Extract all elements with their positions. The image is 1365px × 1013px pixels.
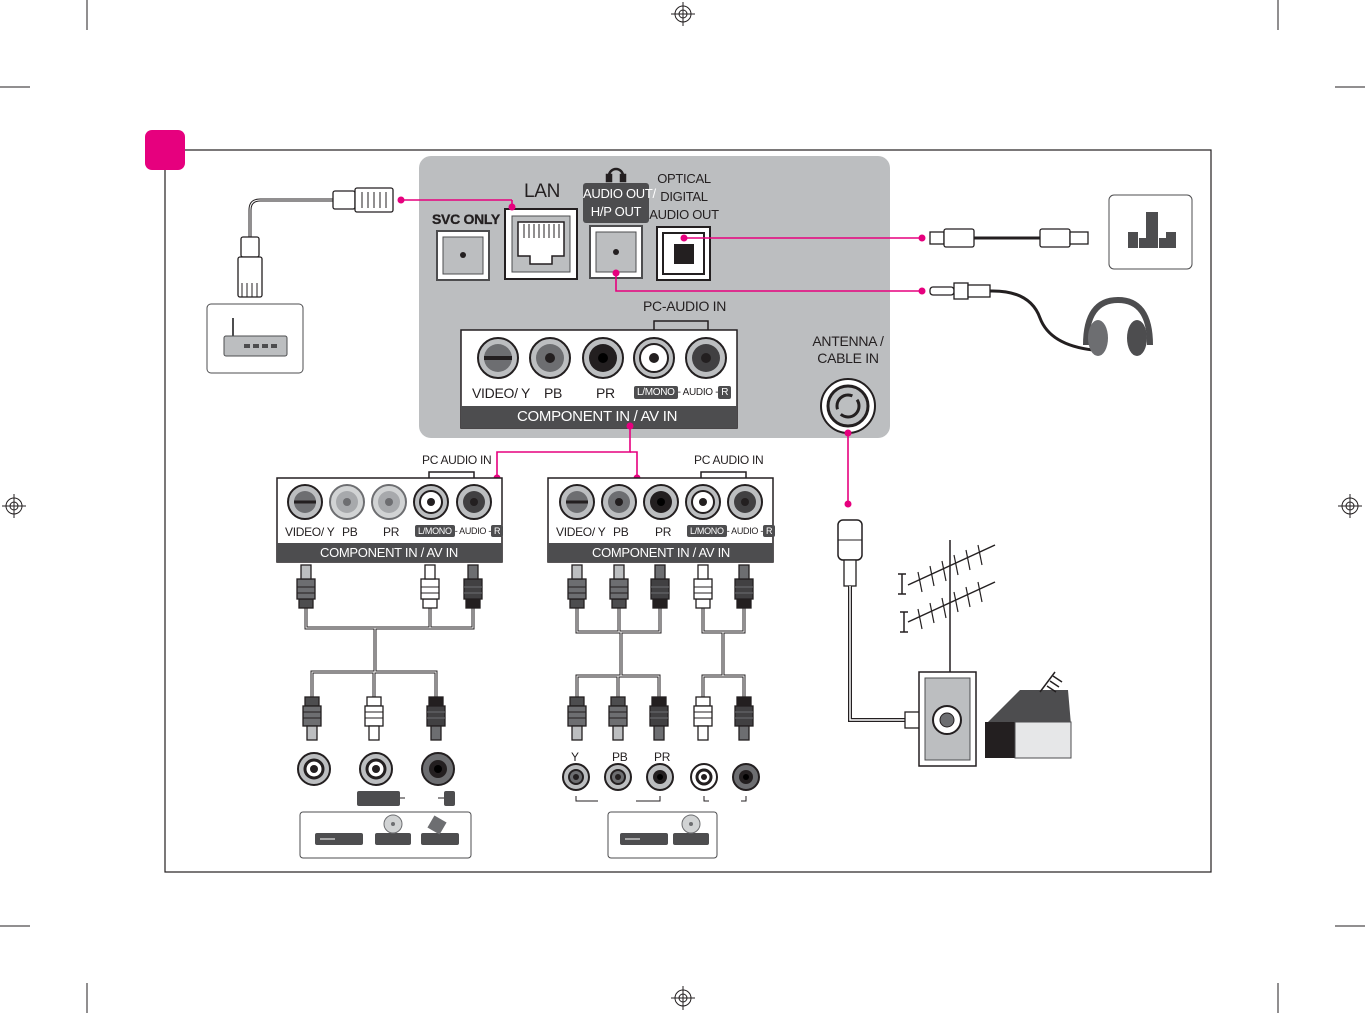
audio-plug-icon: [930, 283, 1093, 350]
left-device-jacks: [298, 753, 455, 806]
right-r-label: R: [763, 525, 775, 537]
right-component-cable: [568, 565, 753, 740]
left-pc-audio-in-label: PC AUDIO IN: [422, 453, 491, 467]
router-icon: [207, 304, 303, 373]
antenna-icon: [898, 540, 995, 672]
antenna-label-line2: CABLE IN: [806, 350, 890, 367]
lan-port: [505, 209, 577, 279]
dvd-player-icon: [315, 833, 363, 845]
antenna-jack: [821, 379, 875, 433]
lan-label: LAN: [524, 181, 560, 203]
optical-cable-icon: [930, 229, 1088, 247]
r-label: R: [718, 386, 731, 399]
dvd-player-icon: [620, 833, 668, 845]
pc-audio-in-label: PC-AUDIO IN: [643, 298, 726, 314]
left-pr-label: PR: [383, 525, 399, 539]
video-y-label: VIDEO/ Y: [472, 385, 530, 401]
right-lmono-label: L/MONO: [687, 525, 727, 537]
right-pr-label: PR: [655, 525, 671, 539]
right-devices-box: [608, 812, 717, 858]
pb-label: PB: [544, 385, 562, 401]
audio-out-label-line2: H/P OUT: [583, 203, 649, 220]
wall-plate-icon: [919, 672, 976, 766]
left-lmono-label: L/MONO: [415, 525, 455, 537]
right-pb-label: PB: [613, 525, 628, 539]
optical-label-line1: OPTICAL: [648, 170, 720, 187]
lan-cable-icon: [238, 188, 393, 297]
left-composite-cable: [297, 565, 482, 740]
house-icon: [985, 672, 1071, 758]
optical-label-line2: DIGITAL: [648, 188, 720, 205]
component-bar-label: COMPONENT IN / AV IN: [517, 408, 677, 425]
left-component-jacks: [288, 485, 491, 519]
device-pr-label: PR: [654, 750, 670, 764]
antenna-cable: [838, 520, 925, 728]
audio-label: - AUDIO -: [678, 387, 719, 398]
left-component-bar-label: COMPONENT IN / AV IN: [320, 545, 458, 560]
right-audio-label: - AUDIO -: [727, 526, 763, 536]
left-video-y-label: VIDEO/ Y: [285, 525, 334, 539]
audio-out-label-line1: AUDIO OUT/: [583, 185, 649, 202]
headphones-icon: [1086, 300, 1150, 356]
lmono-label: L/MONO: [634, 386, 678, 399]
right-pc-audio-in-label: PC AUDIO IN: [694, 453, 763, 467]
svc-only-port: [437, 231, 489, 280]
device-pb-label: PB: [612, 750, 627, 764]
pr-label: PR: [596, 385, 615, 401]
left-r-label: R: [491, 525, 503, 537]
speaker-system-icon: [1109, 195, 1192, 269]
left-devices-box: [300, 812, 471, 858]
left-audio-label: - AUDIO -: [455, 526, 491, 536]
right-component-jacks: [560, 485, 762, 519]
right-device-jacks: [563, 764, 759, 801]
optical-label-line3: AUDIO OUT: [648, 206, 720, 223]
device-y-label: Y: [571, 750, 579, 764]
right-video-y-label: VIDEO/ Y: [556, 525, 605, 539]
antenna-label-line1: ANTENNA /: [806, 333, 890, 350]
left-pb-label: PB: [342, 525, 357, 539]
svc-only-label: SVC ONLY: [432, 211, 500, 227]
section-badge: [145, 130, 185, 170]
right-component-bar-label: COMPONENT IN / AV IN: [592, 545, 730, 560]
